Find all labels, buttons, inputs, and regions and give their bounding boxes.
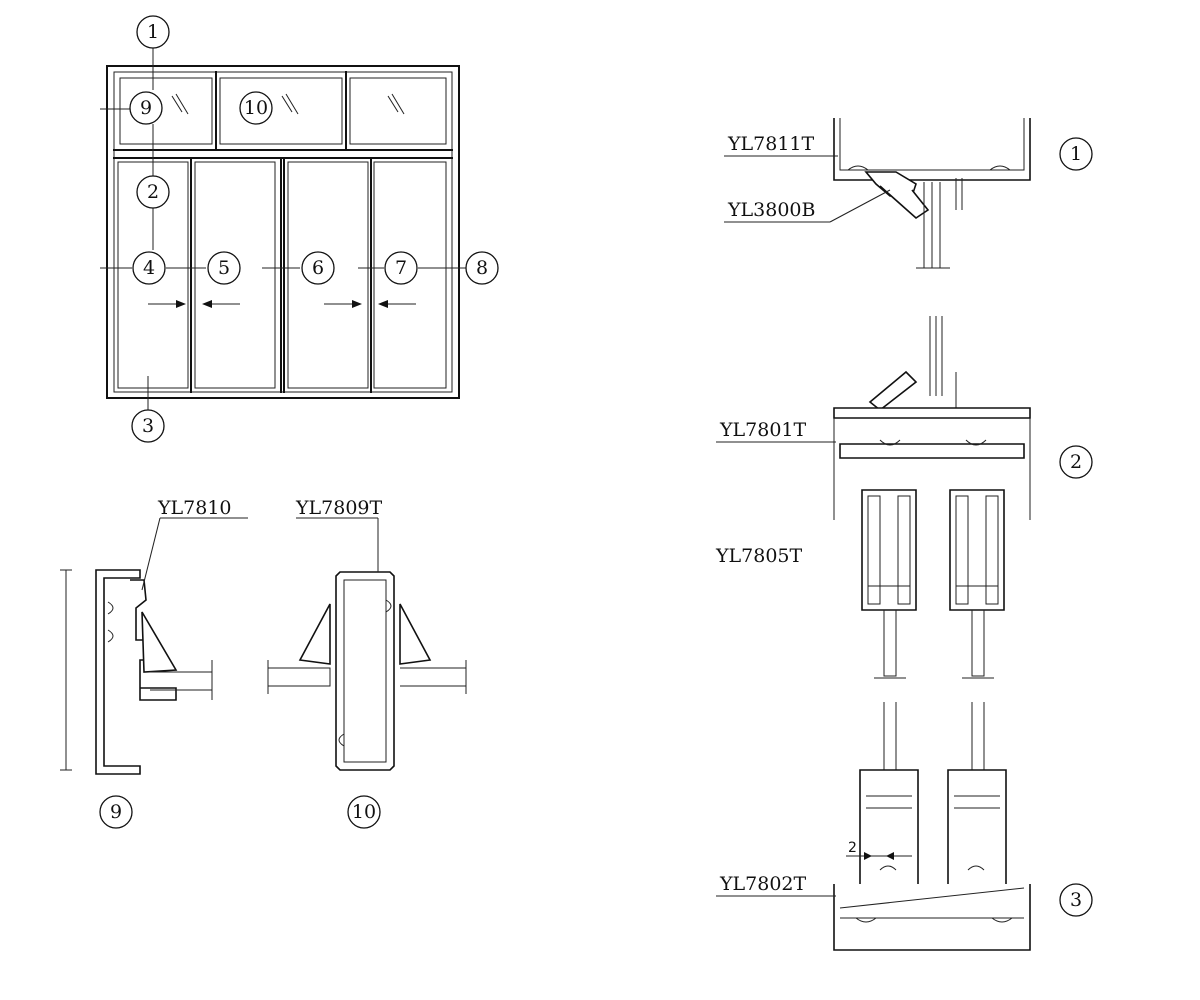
svg-text:5: 5	[218, 257, 230, 279]
svg-text:10: 10	[352, 801, 376, 823]
callout: 9	[129, 91, 163, 125]
label-yl3800b: YL3800B	[727, 199, 815, 221]
svg-text:6: 6	[312, 257, 324, 279]
callout: 3	[131, 409, 165, 443]
callout: 1	[136, 15, 170, 49]
callout: 4	[132, 251, 166, 285]
detail-10: YL7809T 10	[267, 497, 467, 829]
svg-text:10: 10	[244, 97, 268, 119]
svg-text:4: 4	[143, 257, 155, 279]
section-2-middle: YL7801T YL7805T 2	[715, 316, 1093, 679]
label-yl7802t: YL7802T	[719, 873, 807, 895]
detail-callout: 10	[347, 795, 381, 829]
svg-text:2: 2	[848, 840, 857, 856]
window-elevation: 1 9 10 2 4 5 6 7 8 3	[100, 15, 499, 443]
callout: 2	[136, 175, 170, 209]
svg-text:3: 3	[142, 415, 154, 437]
slide-arrow	[202, 300, 240, 308]
svg-text:1: 1	[147, 21, 159, 43]
svg-text:3: 3	[1070, 889, 1082, 911]
svg-text:9: 9	[110, 801, 122, 823]
svg-text:2: 2	[147, 181, 159, 203]
callout: 7	[384, 251, 418, 285]
section-callout: 3	[1059, 883, 1093, 917]
callout: 8	[465, 251, 499, 285]
detail-callout: 9	[99, 795, 133, 829]
section-1-head: YL7811T YL3800B 1	[724, 118, 1093, 269]
label-yl7801t: YL7801T	[719, 419, 807, 441]
detail-9: YL7810 9	[60, 497, 248, 829]
svg-text:7: 7	[395, 257, 407, 279]
section-callout: 2	[1059, 445, 1093, 479]
dimension-annotation: 2	[846, 840, 912, 860]
label-yl7810: YL7810	[157, 497, 232, 519]
callout: 5	[207, 251, 241, 285]
label-yl7809t: YL7809T	[295, 497, 383, 519]
svg-text:8: 8	[476, 257, 488, 279]
section-3-sill: 2 YL7802T 3	[716, 702, 1093, 951]
slide-arrow	[324, 300, 362, 308]
slide-arrow	[148, 300, 186, 308]
section-callout: 1	[1059, 137, 1093, 171]
callout: 6	[301, 251, 335, 285]
callout: 10	[239, 91, 273, 125]
label-yl7805t: YL7805T	[715, 545, 803, 567]
svg-text:9: 9	[140, 97, 152, 119]
svg-text:2: 2	[1070, 451, 1082, 473]
label-yl7811t: YL7811T	[727, 133, 815, 155]
svg-text:1: 1	[1070, 143, 1082, 165]
slide-arrow	[378, 300, 416, 308]
